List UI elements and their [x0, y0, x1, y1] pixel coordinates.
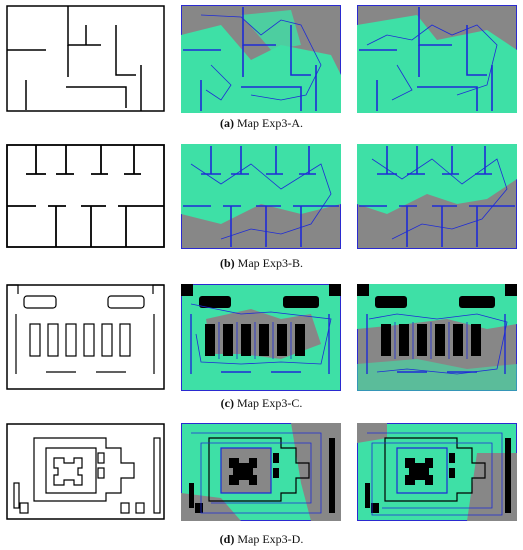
row-a-floorplan [6, 5, 166, 113]
caption-c: (c) Map Exp3-C. [220, 396, 303, 410]
row-c-exploration-map-1 [181, 284, 341, 391]
row-a-exploration-map-1 [181, 5, 341, 113]
row-b-exploration-map-2 [357, 144, 517, 249]
row-b-floorplan [6, 144, 166, 249]
row-d-exploration-map-1 [181, 423, 341, 521]
row-d-floorplan [6, 423, 166, 521]
caption-b: (b) Map Exp3-B. [220, 256, 303, 270]
row-b-exploration-map-1 [181, 144, 341, 249]
row-a-exploration-map-2 [357, 5, 517, 113]
caption-a: (a) Map Exp3-A. [220, 116, 303, 130]
row-c-exploration-map-2 [357, 284, 517, 391]
row-d-exploration-map-2 [357, 423, 517, 521]
caption-d: (d) Map Exp3-D. [219, 532, 304, 546]
row-c-floorplan [6, 284, 166, 391]
